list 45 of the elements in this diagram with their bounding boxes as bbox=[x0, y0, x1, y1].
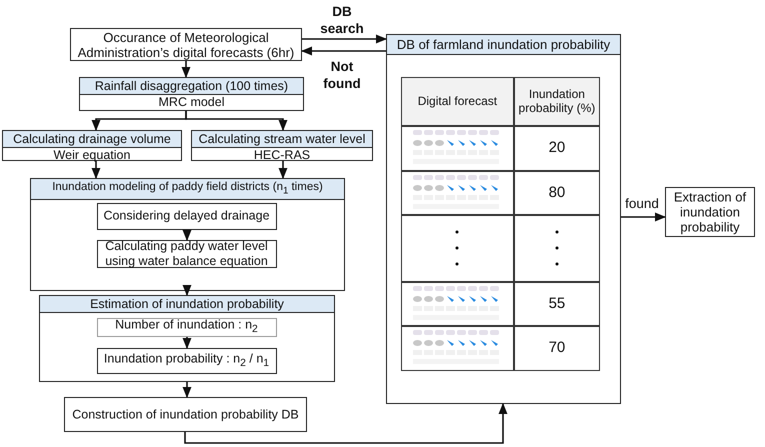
box-text: Calculating paddy water level using water balance equation bbox=[104, 238, 269, 268]
arrow bbox=[278, 161, 288, 180]
probability-value: 20 bbox=[548, 141, 566, 156]
box-heading: Estimation of inundation probability bbox=[40, 296, 334, 313]
arrow bbox=[182, 230, 192, 242]
box-text: Construction of inundation probability DB bbox=[71, 407, 300, 422]
process-box bbox=[2, 130, 182, 161]
box-text: Inundation probability : n$_{2}$ / n$_{1}$ bbox=[102, 350, 270, 370]
probability-value: 80 bbox=[548, 186, 566, 200]
box-text: Number of inundation : n$_{2}$ bbox=[114, 317, 259, 337]
arrow bbox=[185, 111, 288, 132]
box-heading: Inundation modeling of paddy field districts (n$_{1}$ times) bbox=[31, 179, 344, 200]
box-text: Considering delayed drainage bbox=[102, 208, 271, 224]
box-heading: Calculating stream water level bbox=[192, 131, 372, 148]
process-box bbox=[79, 77, 304, 111]
arrow bbox=[184, 402, 508, 444]
box-text: Occurance of Meteorological Administration’s digital forecasts (6hr) bbox=[76, 30, 296, 60]
arrow bbox=[300, 46, 386, 56]
arrow bbox=[182, 337, 192, 350]
box-text: Extraction of inundation probability bbox=[672, 190, 748, 234]
column-header: Digital forecast bbox=[418, 94, 498, 108]
arrow bbox=[92, 161, 100, 180]
box-heading: Rainfall disaggregation (100 times) bbox=[80, 78, 303, 95]
box-heading: DB of farmland inundation probability bbox=[387, 35, 620, 55]
box-text: MRC model bbox=[158, 95, 226, 109]
process-box bbox=[96, 318, 276, 336]
process-box bbox=[96, 202, 276, 230]
database-panel bbox=[386, 34, 621, 404]
process-box bbox=[64, 397, 307, 432]
box-heading: Calculating drainage volume bbox=[3, 131, 181, 148]
probability-value: 55 bbox=[548, 296, 566, 311]
arrow bbox=[182, 284, 192, 296]
group-panel bbox=[39, 295, 335, 382]
box-text: HEC-RAS bbox=[252, 148, 312, 162]
arrow bbox=[302, 34, 388, 44]
arrow bbox=[621, 212, 666, 222]
arrow bbox=[182, 61, 190, 78]
process-box bbox=[191, 130, 373, 161]
arrow bbox=[182, 382, 192, 398]
probability-value: 70 bbox=[548, 341, 566, 356]
process-box bbox=[96, 348, 276, 374]
box-text: Weir equation bbox=[52, 148, 132, 162]
column-header: Inundation probability (%) bbox=[518, 87, 596, 116]
group-panel bbox=[30, 178, 345, 291]
output-box bbox=[665, 187, 755, 237]
